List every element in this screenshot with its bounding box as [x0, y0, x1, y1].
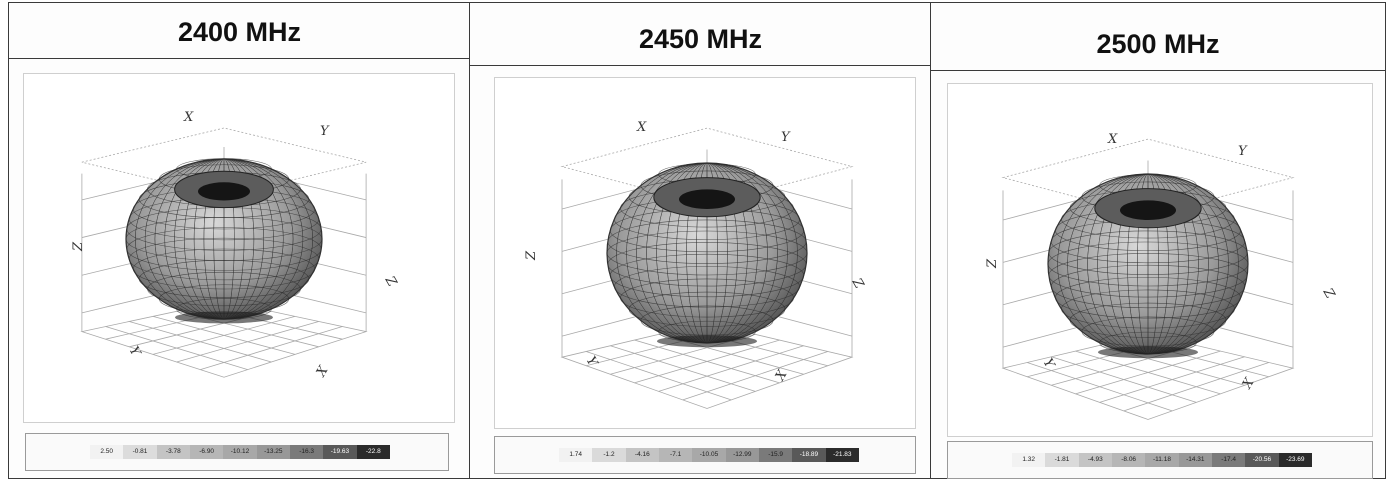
panel-title: 2400 MHz	[177, 17, 302, 47]
scale-value: -21.83	[825, 448, 859, 462]
scale-value: -17.4	[1211, 453, 1246, 467]
scale-value: -1.81	[1045, 453, 1079, 467]
scale-value: -7.1	[658, 448, 693, 462]
scale-value: -6.90	[189, 445, 224, 459]
panel-2450: 2450 MHz X Y Z Z Y X 1.74 -1.2 -4.16 -7.…	[469, 2, 932, 479]
color-scale-bar: 2.50 -0.81 -3.78 -6.90 -10.12 -13.25 -16…	[90, 445, 390, 459]
panel-2500: 2500 MHz X Y Z Z Y X 1.32 -1.81 -4.93 -8…	[930, 2, 1386, 479]
color-scale-legend: 2.50 -0.81 -3.78 -6.90 -10.12 -13.25 -16…	[25, 433, 449, 471]
color-scale-legend: 1.74 -1.2 -4.16 -7.1 -10.05 -12.99 -15.9…	[494, 436, 916, 474]
3d-pattern-graphic	[560, 127, 854, 409]
color-scale-legend: 1.32 -1.81 -4.93 -8.06 -11.18 -14.31 -17…	[947, 441, 1373, 479]
header-divider	[9, 58, 470, 59]
3d-pattern-graphic	[1001, 138, 1295, 420]
radiation-pattern-plot: X Y Z Z Y X	[947, 83, 1373, 437]
color-scale-bar: 1.74 -1.2 -4.16 -7.1 -10.05 -12.99 -15.9…	[559, 448, 859, 462]
3d-pattern-graphic	[80, 127, 368, 378]
scale-value: -11.18	[1145, 453, 1179, 467]
scale-value: 2.50	[90, 445, 124, 459]
radiation-pattern-plot: X Y Z Z Y X	[494, 77, 916, 429]
scale-value: -16.3	[289, 445, 324, 459]
axis-y-top-label: Y	[320, 124, 329, 139]
panel-2400: 2400 MHz X Y Z Z Y X 2.50 -0.81 -3.78 -6…	[8, 2, 471, 479]
scale-value: -18.89	[792, 448, 826, 462]
scale-value: -3.78	[156, 445, 190, 459]
panel-title: 2500 MHz	[1096, 29, 1220, 59]
color-scale-bar: 1.32 -1.81 -4.93 -8.06 -11.18 -14.31 -17…	[1012, 453, 1312, 467]
axis-x-top-label: X	[1108, 132, 1118, 147]
axis-y-top-label: Y	[781, 130, 790, 145]
scale-value: -10.12	[223, 445, 257, 459]
scale-value: -1.2	[592, 448, 626, 462]
scale-value: -19.63	[323, 445, 357, 459]
scale-value: -10.05	[692, 448, 726, 462]
header-divider	[470, 65, 931, 66]
torus-surface	[1047, 173, 1249, 359]
axis-z-left-label: Z	[985, 258, 1001, 269]
scale-value: -23.69	[1278, 453, 1312, 467]
axis-z-left-label: Z	[71, 241, 87, 252]
axis-x-top-label: X	[184, 110, 194, 125]
torus-surface	[125, 158, 323, 324]
scale-value: -8.06	[1111, 453, 1146, 467]
scale-value: -13.25	[256, 445, 290, 459]
scale-value: -22.8	[356, 445, 390, 459]
scale-value: 1.74	[559, 448, 593, 462]
scale-value: -20.56	[1245, 453, 1279, 467]
scale-value: -15.9	[758, 448, 793, 462]
scale-value: -4.93	[1078, 453, 1112, 467]
scale-value: -12.99	[725, 448, 759, 462]
scale-value: -0.81	[123, 445, 157, 459]
axis-x-top-label: X	[637, 120, 647, 135]
torus-surface	[606, 162, 808, 348]
radiation-pattern-table: 2400 MHz X Y Z Z Y X 2.50 -0.81 -3.78 -6…	[8, 2, 1386, 479]
scale-value: 1.32	[1012, 453, 1046, 467]
axis-z-left-label: Z	[524, 250, 540, 261]
radiation-pattern-plot: X Y Z Z Y X	[23, 73, 455, 423]
panel-title: 2450 MHz	[638, 24, 763, 54]
header-divider	[931, 70, 1385, 71]
scale-value: -14.31	[1178, 453, 1212, 467]
scale-value: -4.16	[625, 448, 659, 462]
axis-y-top-label: Y	[1238, 144, 1247, 159]
